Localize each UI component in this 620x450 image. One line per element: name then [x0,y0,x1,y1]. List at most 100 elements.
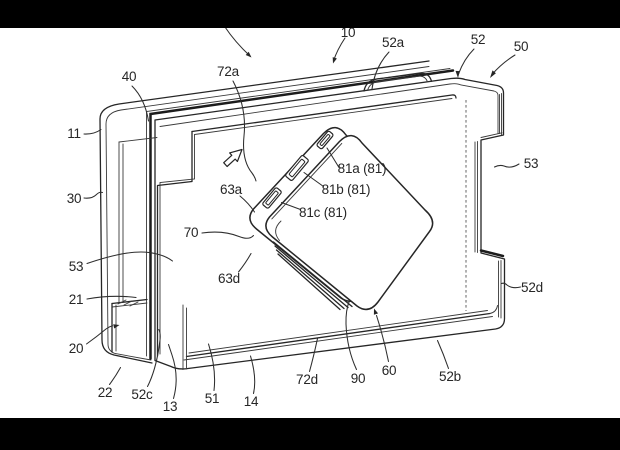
ref-label-30: 30 [67,191,82,206]
ref-label-72d: 72d [296,372,318,387]
ref-label-81a: 81a (81) [338,161,387,176]
arrowhead-10 [332,57,337,64]
arrowhead-50 [490,70,496,78]
fin-line-2 [274,245,349,309]
ref-label-22: 22 [98,385,113,400]
port-81b [285,155,309,181]
leader-11 [83,128,102,135]
ref-label-53-right: 53 [524,156,539,171]
leader-52a [371,51,390,90]
ref-label-60: 60 [382,363,397,378]
tab-52a-inner [367,75,428,92]
device-unit [249,126,434,311]
arrowhead-52 [455,70,460,78]
device-heatsink-fins [272,241,353,311]
frame-left-step-cut2 [159,134,195,355]
leader-63a [239,195,256,213]
device-front-bevel [271,142,343,220]
ref-label-52: 52 [471,32,486,47]
frame-opening-top-edge2 [194,98,453,135]
leader-70 [201,231,255,239]
right-wall-lower-inner [498,260,502,319]
right-wall-mid-inner [474,141,478,253]
notch-hatch [117,299,139,307]
leader-72a [232,80,257,182]
frame-outer-outline [154,77,506,370]
leader-60 [375,314,390,363]
ref-label-14: 14 [244,394,259,409]
bottom-wall-corner [489,305,498,314]
middle-panel-dark-edge [149,69,455,360]
arrowhead-20 [113,324,120,329]
ref-label-20: 20 [69,341,84,356]
ref-label-51: 51 [205,391,220,406]
ref-label-21: 21 [69,292,84,307]
ref-label-11: 11 [67,126,81,141]
ref-label-70: 70 [184,225,199,240]
ref-label-90: 90 [351,371,366,386]
port-81a [316,130,334,150]
leader-20 [85,325,114,345]
leader-53-right [493,163,520,168]
leader-81b [303,171,325,188]
fin-line-4 [277,253,341,311]
leader-21 [86,295,137,300]
ref-label-50: 50 [514,39,529,54]
ref-label-52c: 52c [131,387,153,402]
right-wall-step-bottom-dark [479,249,505,258]
leader-63d [237,252,252,273]
ref-label-52a: 52a [382,35,405,50]
leader-22 [108,366,122,386]
leader-40 [131,85,150,122]
ref-label-53-left: 53 [69,259,84,274]
frame [111,72,506,370]
ref-label-63a: 63a [220,182,243,197]
ref-label-72a: 72a [217,64,240,79]
notch-ledge2 [111,302,148,308]
ref-label-52b: 52b [439,369,461,384]
direction-arrow-icon [223,148,243,168]
leader-52b [436,339,450,370]
ref-label-40: 40 [122,69,137,84]
bottom-wall-inner1 [185,312,491,358]
ref-label-63d: 63d [218,271,240,286]
leader-51 [207,343,216,392]
fin-line-1 [272,241,353,308]
leader-81a [326,147,340,169]
leader-30 [83,191,104,199]
device-front-face [265,134,434,311]
frame-opening-top-edge [191,94,457,133]
bottom-wall-inner2 [188,310,488,354]
tab-52a-outline [363,72,433,92]
ref-label-13: 13 [163,399,178,414]
reference-labels: 10 52a 52 50 40 72a 11 53 63a 81a (81) 8… [67,25,543,414]
leader-lines [83,26,522,400]
letterbox-bar-top [0,0,620,28]
ref-label-81c: 81c (81) [299,205,347,220]
leader-90 [345,299,358,371]
ref-label-81b: 81b (81) [322,182,371,197]
leader-52c [146,328,161,388]
port-81c [262,187,282,209]
ref-label-52d: 52d [521,280,543,295]
outer-panel-outline [99,60,430,364]
bottom-wall-inner3 [183,316,493,361]
right-wall-step-top [480,132,503,138]
right-wall-upper-inner [499,93,502,135]
leader-14 [249,355,256,395]
bottom-left-fold [182,304,187,370]
notch-ledge [111,298,148,305]
leader-81c [280,201,302,211]
frame-left-step-cut [156,130,193,357]
fin-line-3 [275,249,345,310]
frame-top-wall-inner [159,83,499,134]
letterbox-bar-bottom [0,418,620,450]
leader-52d [500,282,522,289]
left-plate-top-edge [118,137,158,143]
ref-label-10: 10 [341,25,356,40]
leader-13 [167,343,177,400]
leader-72d [308,337,319,373]
arrowhead-top-truncated [245,51,252,58]
